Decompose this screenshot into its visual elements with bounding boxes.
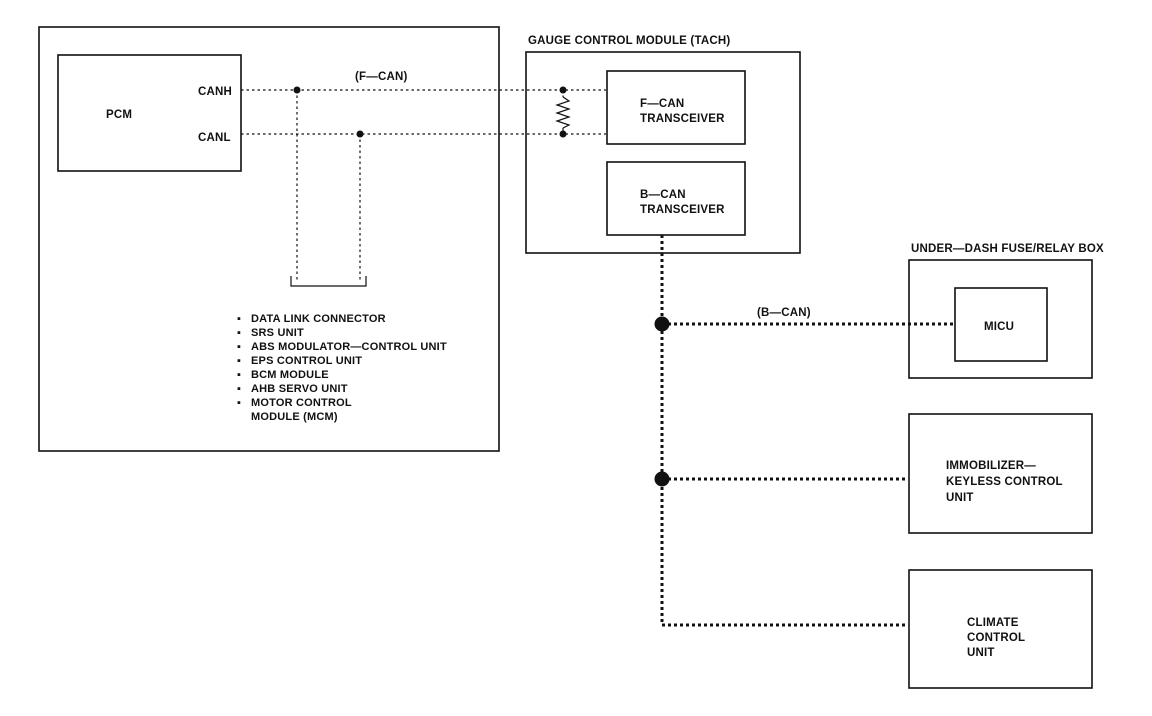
device-bracket — [290, 276, 367, 287]
device-item: MOTOR CONTROL — [251, 397, 352, 409]
terminating-resistor — [555, 96, 571, 129]
device-bullet: ▪ — [237, 327, 241, 339]
climate-line1: CLIMATE — [967, 617, 1019, 629]
micu-label: MICU — [984, 321, 1014, 333]
gauge-module-box — [525, 51, 801, 254]
micu-box — [954, 287, 1048, 362]
climate-box — [908, 569, 1093, 689]
resistor-node-top — [559, 86, 567, 94]
fuse-box-box — [908, 259, 1093, 379]
pcm-box — [57, 54, 242, 172]
pcm-canh-label: CANH — [198, 86, 232, 98]
device-item: BCM MODULE — [251, 369, 329, 381]
climate-line2: CONTROL — [967, 632, 1025, 644]
fcan-device-list: ▪ DATA LINK CONNECTOR ▪ SRS UNIT ▪ ABS M… — [237, 313, 447, 423]
fuse-box-title: UNDER—DASH FUSE/RELAY BOX — [911, 243, 1104, 255]
pcm-canl-label: CANL — [198, 132, 231, 144]
pcm-label: PCM — [106, 109, 132, 121]
bcan-bus-label: (B—CAN) — [757, 307, 811, 319]
device-bullet: ▪ — [237, 313, 241, 325]
device-item: DATA LINK CONNECTOR — [251, 313, 386, 325]
gauge-module-title: GAUGE CONTROL MODULE (TACH) — [528, 35, 730, 47]
fcan-transceiver-line1: F—CAN — [640, 98, 684, 110]
immobilizer-line3: UNIT — [946, 492, 974, 504]
fcan-canl-node — [356, 130, 364, 138]
fcan-canh-node — [293, 86, 301, 94]
device-item: AHB SERVO UNIT — [251, 383, 348, 395]
bcan-transceiver-line2: TRANSCEIVER — [640, 204, 725, 216]
resistor-node-bottom — [559, 130, 567, 138]
device-bullet: ▪ — [237, 369, 241, 381]
device-item: SRS UNIT — [251, 327, 304, 339]
fcan-transceiver-box — [606, 70, 746, 145]
climate-line3: UNIT — [967, 647, 995, 659]
bcan-transceiver-line1: B—CAN — [640, 189, 686, 201]
bcan-micu-node — [654, 316, 670, 332]
device-bullet: ▪ — [237, 355, 241, 367]
device-item-continued: MODULE (MCM) — [251, 411, 338, 423]
immobilizer-line2: KEYLESS CONTROL — [946, 476, 1063, 488]
device-bullet: ▪ — [237, 397, 241, 409]
device-bullet: ▪ — [237, 341, 241, 353]
bcan-transceiver-box — [606, 161, 746, 236]
device-item: ABS MODULATOR—CONTROL UNIT — [251, 341, 447, 353]
fcan-bus-label: (F—CAN) — [355, 71, 408, 83]
bcan-immobilizer-node — [654, 471, 670, 487]
device-bullet: ▪ — [237, 383, 241, 395]
immobilizer-box — [908, 413, 1093, 534]
fcan-transceiver-line2: TRANSCEIVER — [640, 113, 725, 125]
device-item: EPS CONTROL UNIT — [251, 355, 362, 367]
fcan-network-enclosure — [38, 26, 500, 452]
immobilizer-line1: IMMOBILIZER— — [946, 460, 1036, 472]
